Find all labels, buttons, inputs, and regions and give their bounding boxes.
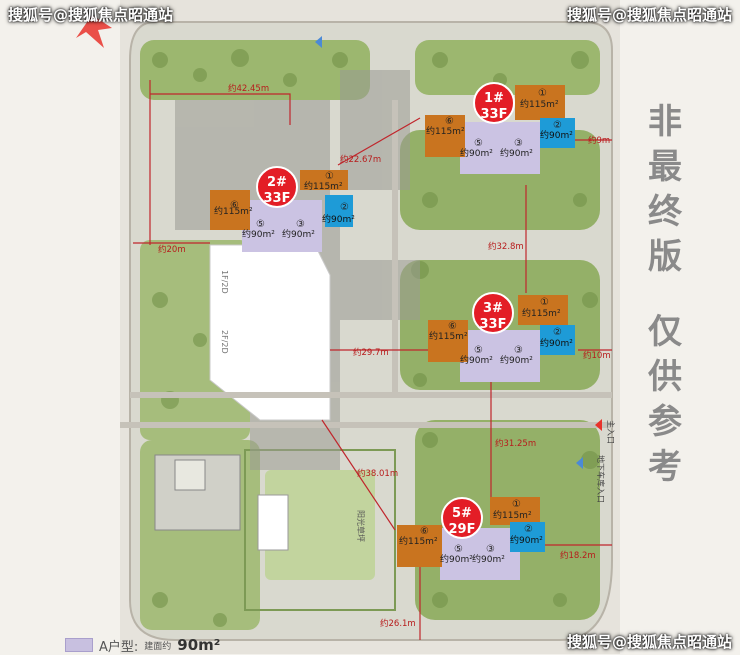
unit-area: 约115m² [426,125,465,137]
unit-number: ⑥ [445,116,454,127]
unit-area: 约90m² [242,228,275,240]
unit-area: 约90m² [322,213,355,225]
entrance-arrow-icon [315,36,322,48]
lawn-label: 阳光草坪 [356,510,366,542]
building-id: 3# [483,301,503,316]
building-5[interactable]: ⑥ 约115m² ① 约115m² ② 约90m² ⑤ 约90m² ③ 约90m… [397,497,545,580]
building-id: 5# [452,506,472,521]
legend-type-label: A户型: [99,639,139,655]
distance-label: 约10m [583,350,611,361]
building-floors: 29F [449,522,476,537]
unit-area: 约115m² [493,509,532,521]
unit-number: ③ [514,138,523,149]
unit-number: ① [540,297,549,308]
building-1[interactable]: ⑥ 约115m² ① 约115m² ② 约90m² ⑤ 约90m² ③ 约90m… [425,82,575,174]
watermark-top-left: 搜狐号@搜狐焦点昭通站 [8,6,174,24]
unit-area: 约90m² [540,129,573,141]
legend-swatch [65,638,93,652]
entrance-arrow-icon [576,457,583,469]
unit-area: 约90m² [500,354,533,366]
distance-label: 约31.25m [495,438,536,449]
unit-area: 约115m² [522,307,561,319]
unit-number: ① [512,499,521,510]
unit-area: 约90m² [460,147,493,159]
unit-number: ② [340,202,349,213]
garage-entrance-label: 地下车库入口 [596,455,606,503]
building-floors: 33F [480,317,507,332]
unit-area: 约90m² [460,354,493,366]
north-arrow-icon [76,15,112,48]
building-floors: 33F [481,107,508,122]
unit-number: ⑤ [474,138,483,149]
unit-number: ⑤ [474,345,483,356]
unit-area: 约90m² [472,553,505,565]
unit-number: ① [325,171,334,182]
building-badge [256,166,298,208]
building-3[interactable]: ⑥ 约115m² ① 约115m² ② 约90m² ⑤ 约90m² ③ 约90m… [428,292,575,382]
building-badge [441,497,483,539]
watermark-bottom-right: 搜狐号@搜狐焦点昭通站 [566,633,732,651]
unit-number: ⑤ [256,219,265,230]
unit-area: 约115m² [429,330,468,342]
unit-area: 约115m² [214,205,253,217]
building-id: 1# [484,91,504,106]
unit-number: ⑤ [454,544,463,555]
unit-number: ② [553,120,562,131]
unit-area: 约115m² [520,98,559,110]
unit-number: ⑥ [230,200,239,211]
unit-area: 约115m² [399,535,438,547]
dimension-lines [133,80,612,640]
building-id: 2# [267,175,287,190]
legend-area-value: 90m² [177,636,221,654]
unit-number: ⑥ [448,321,457,332]
podium-2f-label: 2F/2D [220,330,229,354]
activity-block [174,459,206,491]
distance-label: 约20m [158,244,186,255]
distance-label: 约22.67m [340,154,381,165]
distance-label: 约9m [588,135,610,146]
pavilion [257,494,289,551]
unit-area: 约90m² [500,147,533,159]
unit-number: ② [553,327,562,338]
roads [120,100,612,428]
unit-type-legend: A户型: 建面约 90m² [65,636,221,655]
unit-area: 约90m² [282,228,315,240]
unit-number: ① [538,88,547,99]
unit-number: ③ [296,219,305,230]
main-entrance-label: 主入口 [606,420,616,444]
building-2[interactable]: ⑥ 约115m² ① 约115m² ② 约90m² ⑤ 约90m² ③ 约90m… [210,166,355,252]
unit-number: ③ [486,544,495,555]
unit-area: 约90m² [540,337,573,349]
unit-area: 约90m² [440,553,473,565]
legend-area-note: 建面约 [144,641,172,652]
building-badge [472,292,514,334]
entrance-arrow-icon [595,419,602,431]
unit-area: 约115m² [304,180,343,192]
building-badge [473,82,515,124]
distance-label: 约38.01m [357,468,398,479]
unit-number: ③ [514,345,523,356]
distance-label: 约29.7m [353,347,389,358]
building-floors: 33F [264,191,291,206]
podium-1f-label: 1F/2D [220,270,229,294]
unit-number: ② [524,524,533,535]
disclaimer-vertical-text: 非 最 终 版 仅 供 参 考 [648,102,682,487]
distance-label: 约42.45m [228,83,269,94]
unit-area: 约90m² [510,534,543,546]
watermark-top-right: 搜狐号@搜狐焦点昭通站 [566,6,732,24]
distance-label: 约32.8m [488,241,524,252]
distance-label: 约26.1m [380,618,416,629]
distance-label: 约18.2m [560,550,596,561]
unit-number: ⑥ [420,526,429,537]
